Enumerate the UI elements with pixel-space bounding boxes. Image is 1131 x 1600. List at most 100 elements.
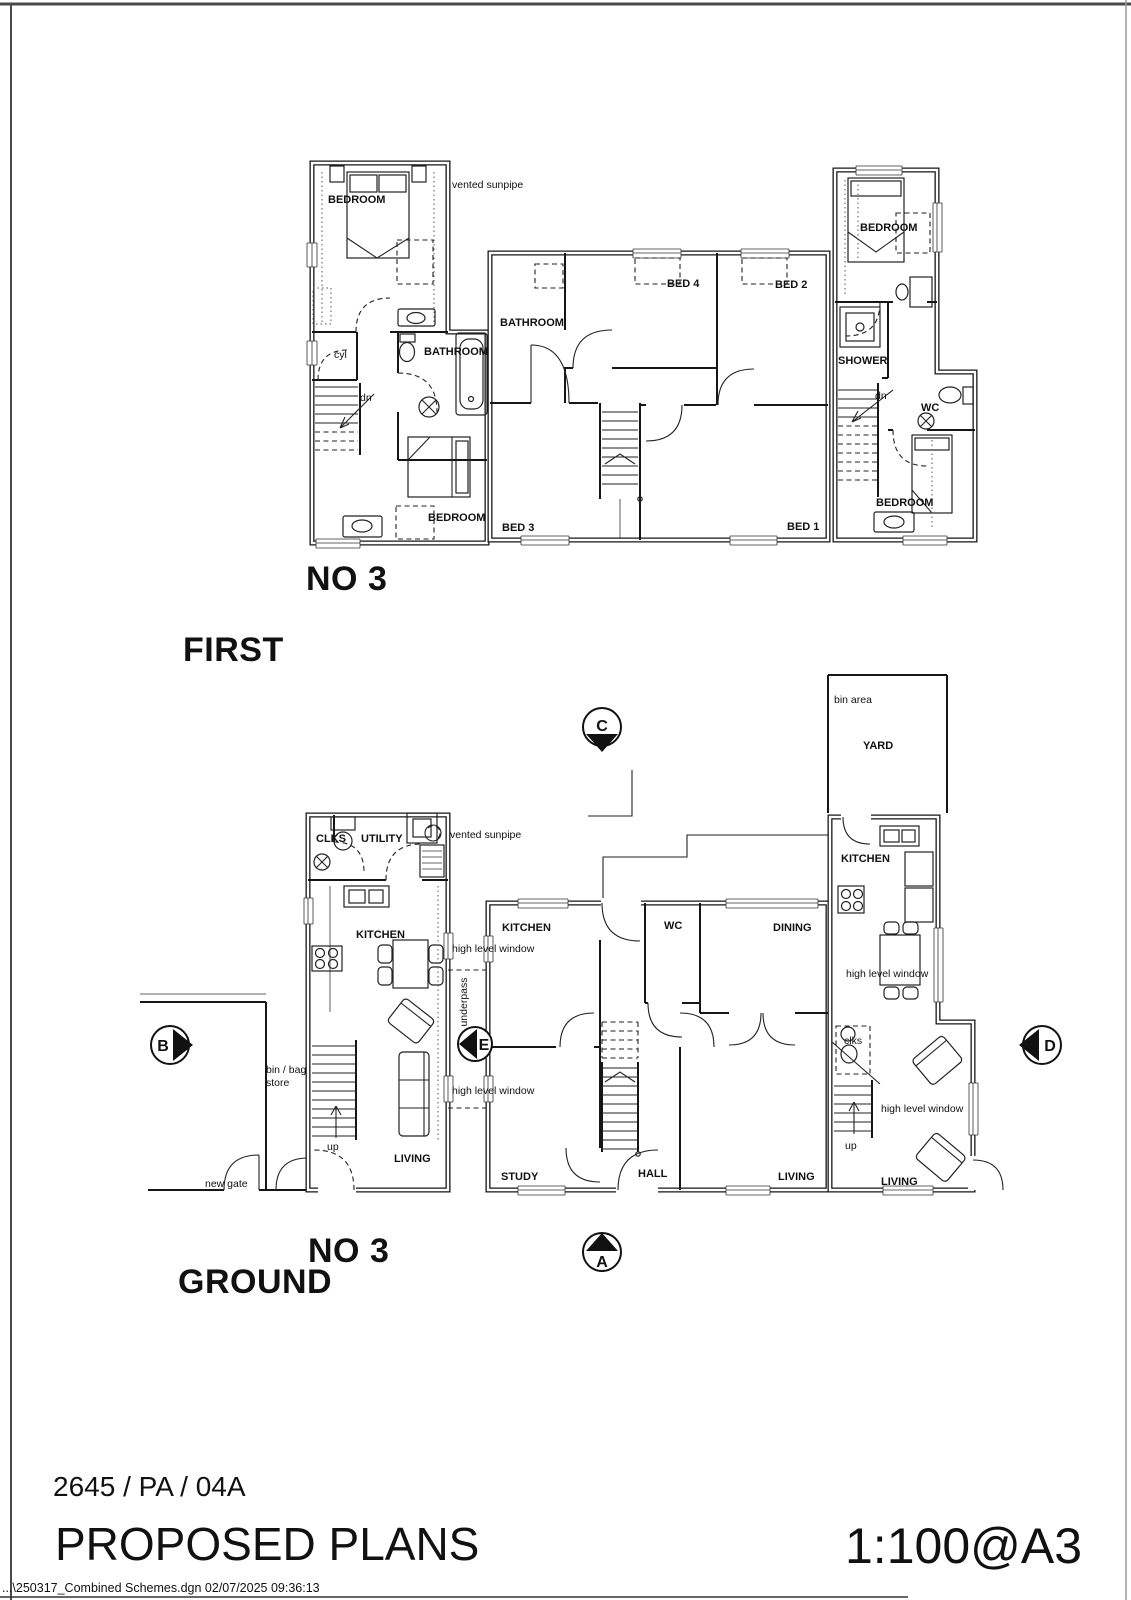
room-label-hall: HALL — [638, 1168, 668, 1180]
section-marker-a: A — [582, 1232, 622, 1272]
ff-left-stairs — [315, 386, 375, 451]
annotation-bin-bag-store-1: bin / bag — [266, 1064, 306, 1076]
annotation-bin-area: bin area — [834, 694, 872, 706]
room-label-bathroom-left: BATHROOM — [424, 346, 488, 358]
house-number-ground: NO 3 — [308, 1232, 389, 1270]
gf-right-kitchen-fittings — [837, 825, 934, 923]
room-label-wc-ff: WC — [921, 402, 939, 414]
section-marker-e: E — [457, 1026, 493, 1062]
ff-left-sink-rear — [342, 515, 383, 538]
annotation-hlw-lower-right: high level window — [881, 1103, 964, 1115]
room-label-study: STUDY — [501, 1171, 539, 1183]
ff-right-shower-tray — [839, 306, 881, 348]
gf-left-table — [377, 939, 444, 989]
gf-left-utility-appliances — [406, 812, 445, 878]
room-label-wc-gf: WC — [664, 920, 682, 932]
room-label-kitchen-left: KITCHEN — [356, 929, 405, 941]
ff-right-bed-rear — [911, 434, 953, 514]
drawing-number: 2645 / PA / 04A — [53, 1471, 246, 1502]
room-label-bedroom-front-left: BEDROOM — [328, 194, 385, 206]
room-label-bed1: BED 1 — [787, 521, 819, 533]
room-label-kitchen-mid: KITCHEN — [502, 922, 551, 934]
gf-right-armchair-2 — [915, 1132, 966, 1182]
gf-left-stairs — [312, 1040, 357, 1140]
section-marker-b-label: B — [157, 1038, 169, 1055]
annotation-underpass: underpass — [458, 977, 470, 1026]
title-block: 2645 / PA / 04A PROPOSED PLANS 1:100@A3 — [53, 1471, 1082, 1574]
gf-middle-house — [448, 902, 828, 1191]
status-bar: ...\250317_Combined Schemes.dgn 02/07/20… — [0, 1581, 908, 1598]
gf-site-lines — [140, 674, 948, 1191]
house-number-first: NO 3 — [306, 560, 387, 598]
section-marker-d-label: D — [1044, 1038, 1056, 1055]
room-label-living-mid: LIVING — [778, 1171, 815, 1183]
first-floor-windows — [306, 165, 948, 549]
ground-floor-walls — [305, 812, 976, 1193]
room-label-kitchen-right: KITCHEN — [841, 853, 890, 865]
gf-right-clks — [831, 1025, 881, 1085]
ff-left-bed-front — [329, 165, 427, 259]
level-label-first: FIRST — [183, 631, 284, 669]
ff-right-desk — [895, 276, 933, 308]
annotation-clks-right: clks — [844, 1035, 862, 1047]
gf-left-house — [308, 812, 448, 1191]
annotation-cyl: cyl — [334, 349, 347, 361]
section-marker-d: D — [1019, 1025, 1062, 1065]
gf-left-sofa — [398, 1051, 430, 1137]
drawing-scale: 1:100@A3 — [845, 1518, 1082, 1574]
room-label-bedroom-rear-right: BEDROOM — [876, 497, 933, 509]
ground-floor-plan: bin area YARD CLKS UTILITY vented sunpip… — [140, 674, 1062, 1301]
ff-right-house — [835, 177, 975, 533]
annotation-dn-right: dn — [875, 390, 887, 402]
gf-right-stairs — [834, 1080, 873, 1138]
room-label-living-right: LIVING — [881, 1176, 918, 1188]
gf-right-table — [879, 921, 921, 1000]
file-path-text: ...\250317_Combined Schemes.dgn 02/07/20… — [2, 1581, 320, 1595]
gf-left-armchair — [387, 998, 435, 1044]
annotation-vented-sunpipe-ff: vented sunpipe — [452, 179, 523, 191]
annotation-bin-bag-store-2: store — [266, 1077, 290, 1089]
ff-left-bath — [455, 332, 488, 416]
ff-middle-house — [490, 253, 828, 540]
ff-left-wardrobe — [396, 239, 434, 285]
annotation-up-right: up — [845, 1140, 857, 1152]
ff-right-bed-front — [847, 177, 905, 263]
first-floor-plan: BEDROOM vented sunpipe cyl dn BATHROOM B… — [183, 160, 978, 669]
room-label-bed4: BED 4 — [667, 278, 700, 290]
gf-right-armchair-1 — [912, 1035, 963, 1085]
room-label-dining: DINING — [773, 922, 812, 934]
room-label-clks-left: CLKS — [316, 833, 346, 845]
ff-right-sink-rear — [873, 511, 915, 533]
section-marker-c: C — [582, 707, 622, 752]
ff-right-basin — [917, 412, 935, 430]
gf-labels: bin area YARD CLKS UTILITY vented sunpip… — [178, 694, 964, 1301]
ff-left-shower-head — [418, 396, 440, 418]
ff-left-bed-rear — [407, 436, 471, 498]
ground-floor-windows — [303, 812, 979, 1196]
ff-right-toilet — [938, 386, 974, 405]
level-label-ground: GROUND — [178, 1263, 332, 1301]
section-marker-e-label: E — [479, 1037, 490, 1054]
room-label-bed2: BED 2 — [775, 279, 807, 291]
gf-vented-sunpipe-symbol — [424, 824, 442, 842]
room-label-bathroom-mid: BATHROOM — [500, 317, 564, 329]
ff-right-stairs — [838, 389, 894, 481]
ff-labels: BEDROOM vented sunpipe cyl dn BATHROOM B… — [183, 179, 939, 669]
annotation-hlw-lower-mid: high level window — [452, 1085, 535, 1097]
room-label-living-left: LIVING — [394, 1153, 431, 1165]
room-label-yard: YARD — [863, 740, 893, 752]
section-marker-c-label: C — [596, 718, 608, 735]
annotation-vented-sunpipe-gf: vented sunpipe — [450, 829, 521, 841]
annotation-hlw-upper-right: high level window — [846, 968, 929, 980]
gf-left-clks-fixtures — [313, 816, 356, 871]
drawing-title: PROPOSED PLANS — [55, 1518, 479, 1570]
room-label-bed3: BED 3 — [502, 522, 534, 534]
room-label-bedroom-front-right: BEDROOM — [860, 222, 917, 234]
gf-left-kitchen-fittings — [311, 885, 390, 1012]
ff-left-sink — [397, 308, 436, 327]
annotation-hlw-upper-mid: high level window — [452, 943, 535, 955]
ff-middle-stairs — [602, 411, 643, 538]
